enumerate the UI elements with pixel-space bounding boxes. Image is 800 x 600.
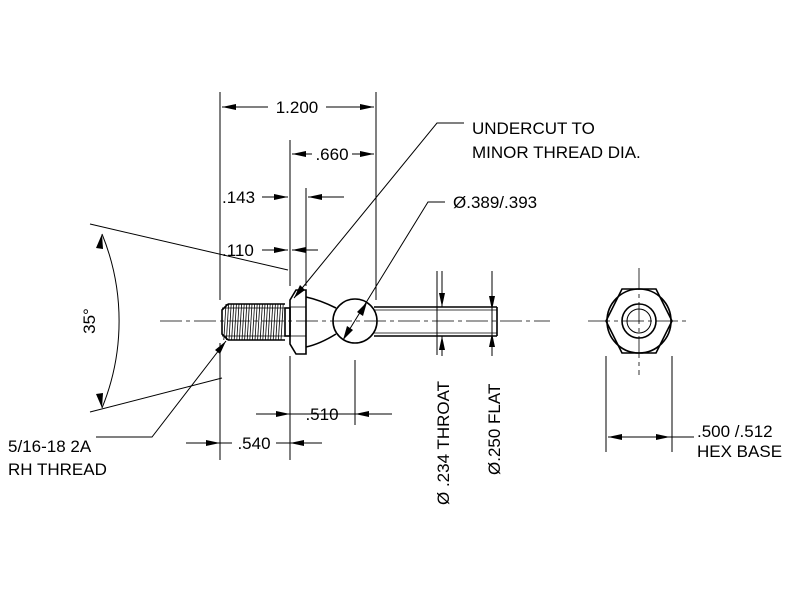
dim-1200-arrow-right	[360, 104, 374, 110]
hex-base-label: HEX BASE	[697, 442, 782, 461]
thread-crest	[236, 303, 240, 341]
hex-size-label: .500 /.512	[697, 422, 773, 441]
undercut-note-line2: MINOR THREAD DIA.	[472, 143, 641, 162]
hex-end-view	[605, 288, 673, 354]
dimension-lines	[96, 104, 694, 446]
thread-crest	[233, 303, 237, 341]
thread-crest	[239, 303, 242, 341]
hex-inner-bore	[626, 308, 652, 334]
dim-510-arrow-right	[355, 411, 369, 417]
dim-hex-arrow-right	[656, 434, 670, 440]
thread-crest	[275, 303, 279, 341]
neck-bottom	[305, 333, 337, 348]
ball	[332, 298, 378, 344]
hex-collar	[289, 289, 307, 355]
dim-510-label: .510	[305, 405, 338, 424]
labels: 1.200 .660 .143 .110 35° .510 .540 Ø.389…	[8, 98, 782, 505]
dim-110-arrow-left	[274, 247, 288, 253]
dim-540-label: .540	[237, 434, 270, 453]
thread-crest	[252, 303, 255, 341]
thread-crest	[265, 303, 268, 341]
neck-top	[305, 296, 337, 309]
dim-540-arrow-left	[206, 440, 220, 446]
thread-crests	[223, 303, 284, 341]
thread-crest	[249, 303, 253, 341]
dim-hex-arrow-left	[608, 434, 622, 440]
leader-ball-arrow-far	[357, 302, 367, 316]
thread-note-line2: RH THREAD	[8, 460, 107, 479]
angle-ext-lower	[89, 377, 223, 413]
thread-crest	[262, 303, 266, 341]
leader-ball	[342, 201, 445, 341]
thread-crest	[280, 303, 284, 341]
dim-angle-arc	[101, 233, 120, 409]
dim-angle-label: 35°	[80, 308, 99, 334]
leader-thread	[96, 340, 227, 438]
dim-143-arrow-left	[274, 194, 288, 200]
leaders	[96, 122, 464, 438]
leader-undercut	[293, 122, 464, 299]
angle-ext-upper	[89, 223, 289, 271]
dim-throat-arrow-top	[439, 293, 445, 307]
thread-crest	[244, 303, 248, 341]
dim-angle-arrow-top	[96, 234, 103, 249]
leader-ball-arrow	[343, 326, 353, 340]
thread-crest	[278, 303, 281, 341]
thread-crest	[267, 303, 271, 341]
dim-angle-arrow-bottom	[96, 393, 103, 408]
undercut-note-line1: UNDERCUT TO	[472, 119, 595, 138]
flat-label: Ø.250 FLAT	[485, 384, 504, 475]
thread-crest	[254, 303, 258, 341]
leader-thread-arrow	[215, 341, 226, 354]
thread-chamfer	[221, 303, 229, 341]
dim-110-label: .110	[222, 241, 254, 260]
dim-throat-arrow-bottom	[439, 336, 445, 350]
dim-143-label: .143	[222, 188, 255, 207]
thread-note-line1: 5/16-18 2A	[8, 437, 92, 456]
hex-outer-bore	[621, 303, 657, 339]
dim-510-arrow-left	[276, 411, 290, 417]
stud-profile	[221, 289, 498, 355]
thread-crest	[228, 303, 232, 341]
thread-crest	[259, 303, 263, 341]
thread-crest	[270, 303, 274, 341]
dim-143-arrow-right	[308, 194, 322, 200]
dim-660-arrow-right	[360, 151, 374, 157]
dim-660-arrow-left	[292, 151, 306, 157]
center-lines	[160, 268, 690, 375]
dim-1200-arrow-left	[222, 104, 236, 110]
dim-flat-arrow-bottom	[489, 333, 495, 347]
dim-flat-arrow-top	[489, 296, 495, 310]
dim-540-arrow-right	[290, 440, 304, 446]
thread-crest	[223, 303, 227, 341]
thread-crest	[272, 303, 276, 341]
thread-crest	[226, 303, 229, 341]
dim-660-label: .660	[315, 145, 348, 164]
throat-label: Ø .234 THROAT	[434, 381, 453, 505]
hex-chamfer-circle	[606, 288, 672, 354]
thread-crest	[246, 303, 250, 341]
dim-110-arrow-right	[292, 247, 306, 253]
dim-1200-label: 1.200	[276, 98, 319, 117]
ball-diameter-label: Ø.389/.393	[453, 193, 537, 212]
leader-undercut-arrow	[294, 285, 305, 298]
thread-crest	[257, 303, 261, 341]
thread-crest	[231, 303, 235, 341]
hex-outline	[605, 288, 673, 354]
thread-crest	[241, 303, 245, 341]
